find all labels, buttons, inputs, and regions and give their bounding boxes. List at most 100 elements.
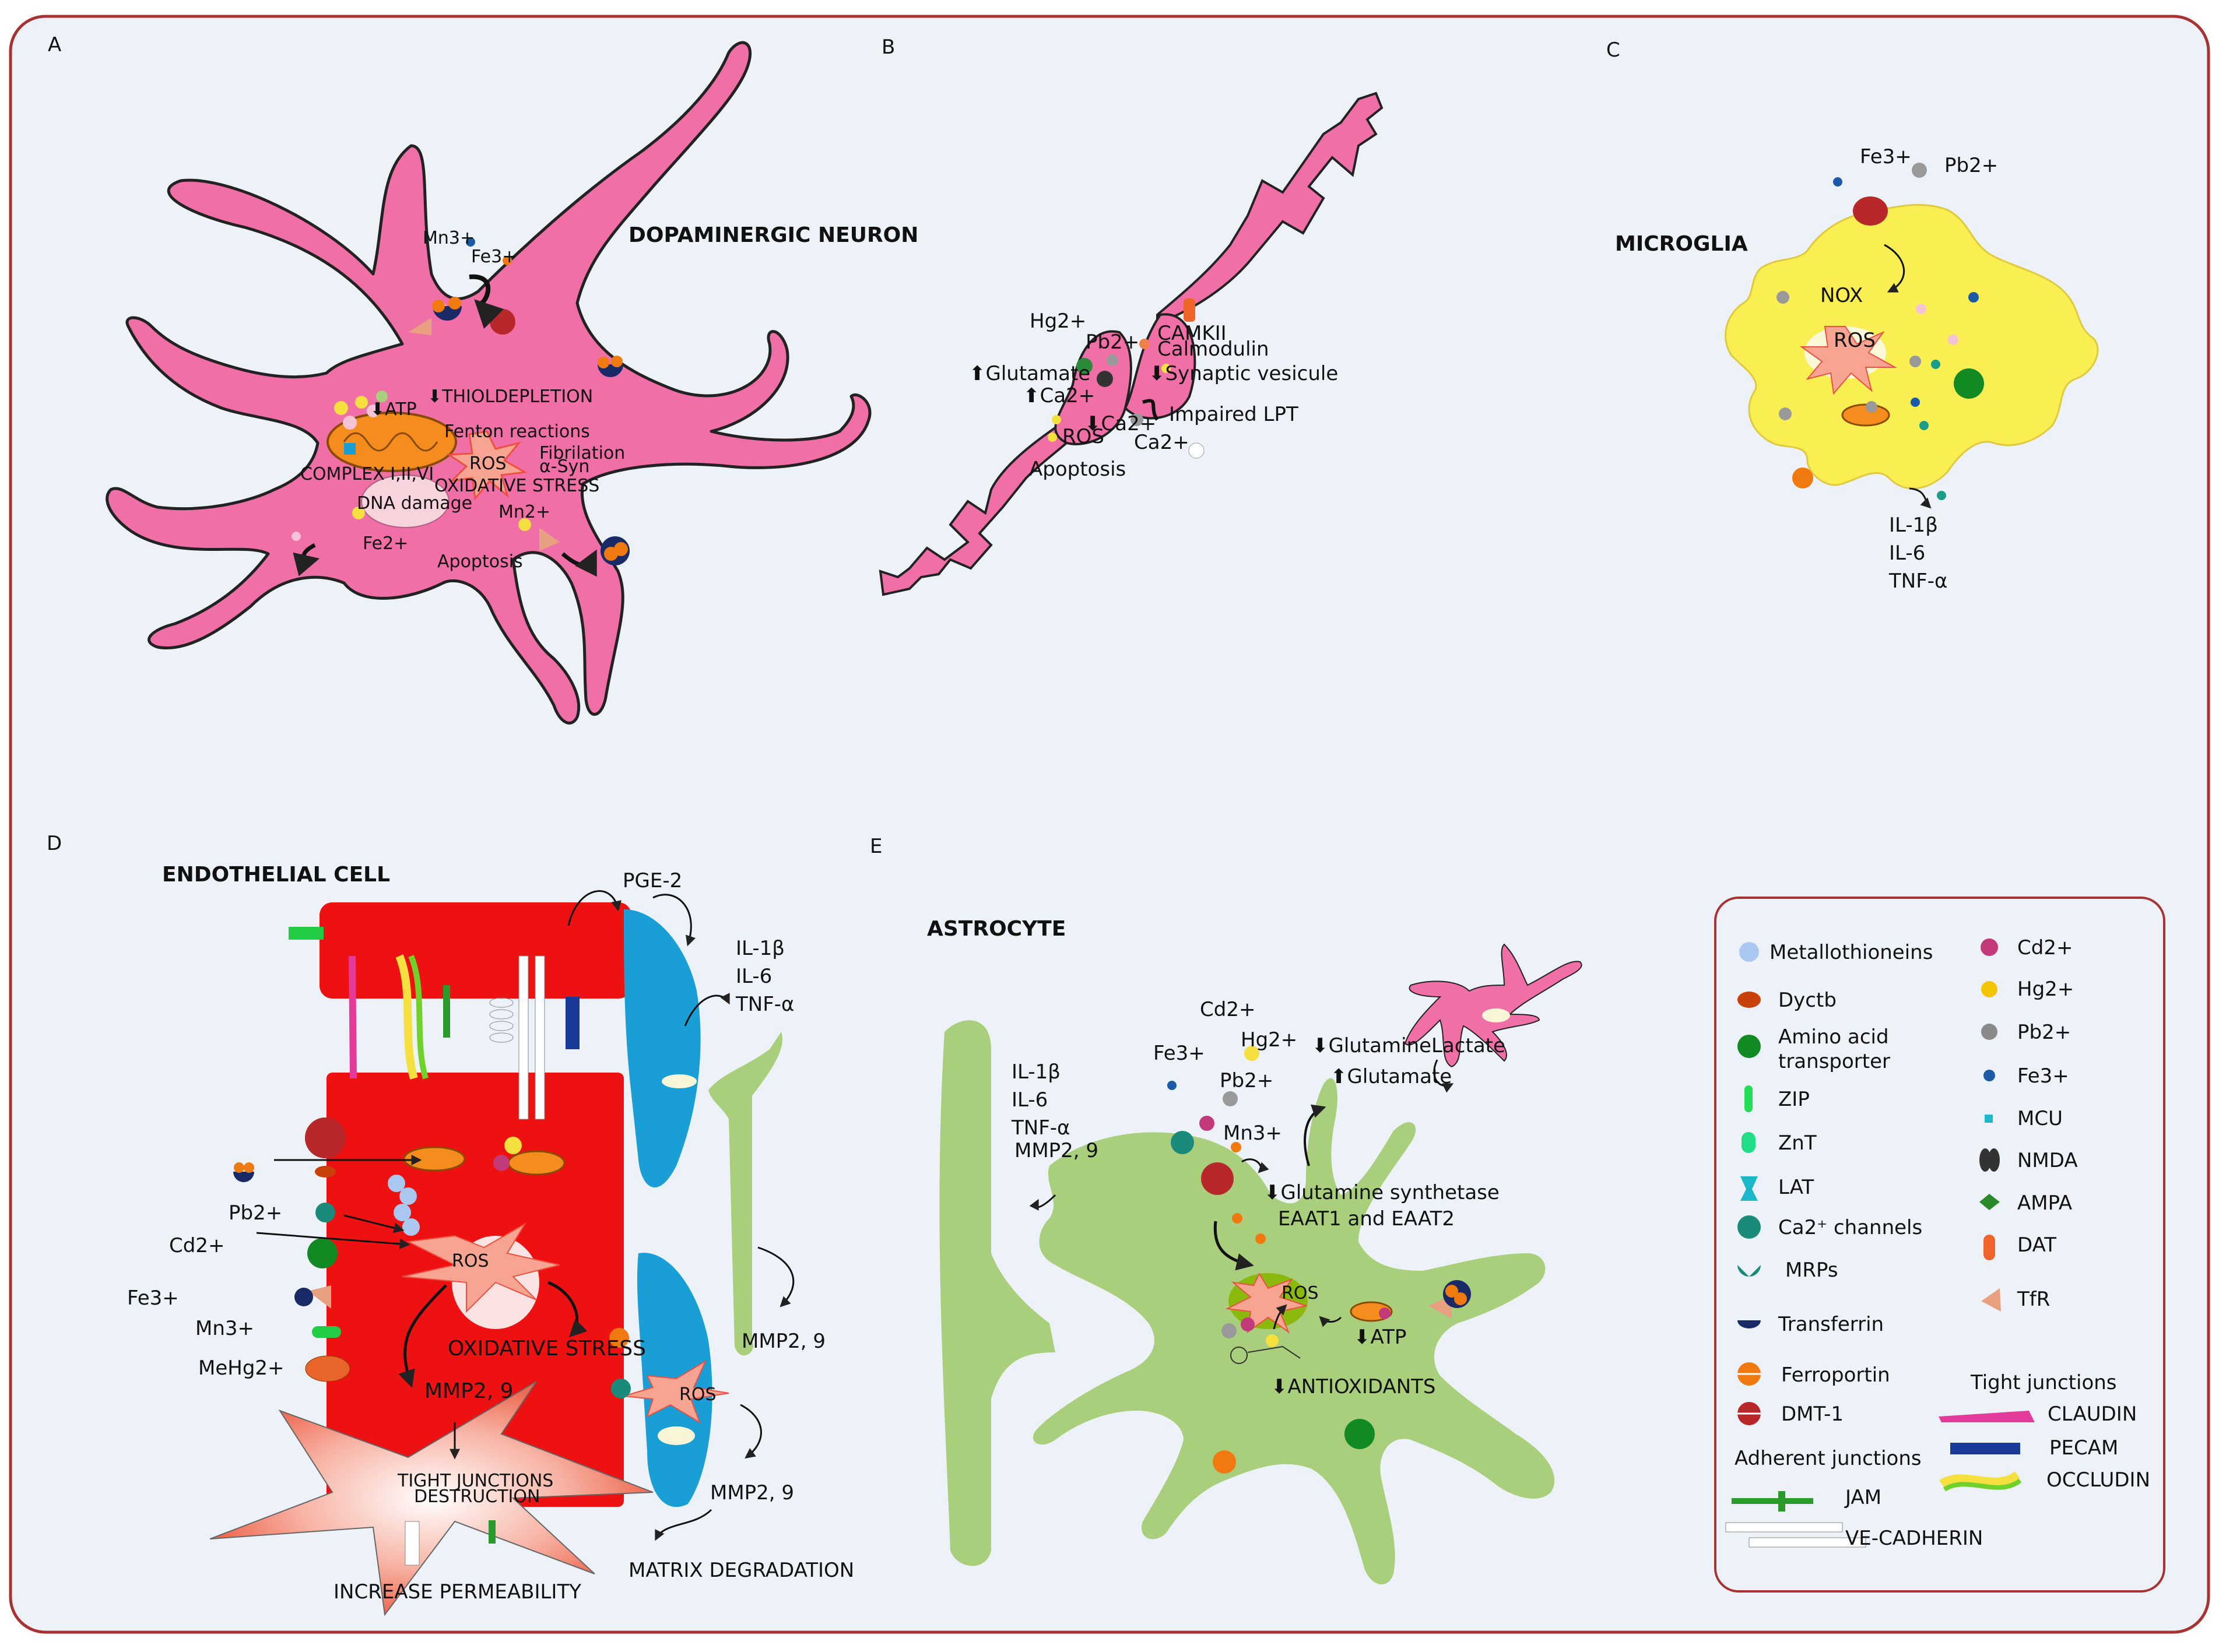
- label-il6-c: IL-6: [1889, 542, 1925, 565]
- label-atp: ⬇ATP: [370, 399, 417, 420]
- ampa-icon: [1076, 358, 1093, 374]
- hg-dot-icon: [504, 1137, 522, 1154]
- dyctb-icon: [315, 1166, 336, 1178]
- ve-cadherin-icon: [518, 955, 529, 1120]
- label-pb2-c: Pb2+: [1944, 154, 1998, 177]
- dmt1-icon: [490, 309, 515, 335]
- label-hg2-e: Hg2+: [1241, 1028, 1297, 1052]
- mcu-dot-icon: [1919, 421, 1929, 430]
- hg-dot-icon: [1244, 1046, 1259, 1061]
- tfr-icon: [408, 318, 431, 335]
- fe-dot-icon: [432, 300, 445, 312]
- camkii-rect-icon: [1184, 298, 1195, 322]
- legend-adherent-junctions-title: Adherent junctions: [1735, 1447, 1922, 1470]
- transferrin-icon: [1737, 1320, 1761, 1328]
- label-pb2: Pb2+: [1086, 331, 1139, 354]
- panel-c-title: MICROGLIA: [1615, 232, 1748, 256]
- astrocyte-endfoot-process: [939, 1020, 1055, 1566]
- neuron-nucleus: [361, 474, 450, 528]
- mrp-icon: [1171, 1131, 1194, 1154]
- lat-icon: [1740, 1176, 1758, 1201]
- mn-arrow-icon: [1241, 1158, 1269, 1173]
- legend-pecam: PECAM: [2049, 1436, 2118, 1460]
- label-ros: ROS: [469, 454, 507, 474]
- label-mn3-d: Mn3+: [195, 1317, 254, 1340]
- phospho-bond-icon: [1247, 1345, 1301, 1359]
- label-apoptosis-b: Apoptosis: [1029, 458, 1126, 481]
- astrocyte-endfoot: [708, 1032, 782, 1356]
- label-dna-damage: DNA damage: [357, 493, 472, 514]
- amino-acid-transporter-icon: [307, 1238, 338, 1268]
- label-fe3: Fe3+: [471, 247, 517, 267]
- label-tnfa-d: TNF-α: [735, 993, 794, 1016]
- fe-dot-icon: [1454, 1292, 1467, 1305]
- label-tight-junctions: TIGHT JUNCTIONS: [397, 1471, 553, 1491]
- legend-ve-cadherin: VE-CADHERIN: [1845, 1527, 1983, 1550]
- impaired-arrow-icon: [1142, 399, 1159, 421]
- label-atp-e: ⬇ATP: [1354, 1326, 1406, 1349]
- legend-mrps: MRPs: [1785, 1259, 1838, 1282]
- fe-dot-icon: [244, 1162, 254, 1173]
- mn-dot-icon: [466, 237, 475, 247]
- label-cd2-d: Cd2+: [169, 1234, 224, 1257]
- label-fe3-d: Fe3+: [127, 1287, 179, 1310]
- efflux-arrow-icon: [561, 549, 597, 577]
- label-mn3: Mn3+: [423, 228, 475, 248]
- legend-ferroportin: Ferroportin: [1781, 1363, 1890, 1387]
- label-asyn: α-Syn: [539, 456, 589, 477]
- occludin-icon: [1943, 1478, 2022, 1492]
- label-ca2-b: Ca2+: [1134, 431, 1189, 454]
- legend-nmda: NMDA: [2017, 1149, 2078, 1172]
- particle-icon: [1948, 335, 1958, 345]
- pb-dot-icon: [1981, 1024, 1997, 1040]
- meHg-transporter-icon: [305, 1355, 350, 1382]
- ve-cadherin-icon: [535, 955, 545, 1120]
- occludin-icon: [408, 955, 429, 1080]
- fe-dot-icon: [614, 542, 628, 556]
- label-fe3-e: Fe3+: [1153, 1042, 1205, 1065]
- pericyte-nucleus: [658, 1426, 695, 1445]
- label-il6-d: IL-6: [736, 965, 772, 988]
- ros-star-icon: [446, 430, 528, 501]
- label-il6-e: IL-6: [1012, 1088, 1048, 1112]
- legend-transferrin: Transferrin: [1778, 1313, 1884, 1336]
- hg-dot-icon: [334, 401, 348, 415]
- fe-dot-icon: [1167, 1081, 1177, 1090]
- particle-icon: [367, 405, 380, 417]
- label-il1b-d: IL-1β: [736, 937, 785, 960]
- label-glutamine-synthetase: ⬇Glutamine synthetase: [1264, 1181, 1500, 1204]
- panel-letter-b: B: [882, 36, 895, 59]
- pb-dot-icon: [1130, 413, 1143, 426]
- destruction-starburst-icon: [209, 1381, 654, 1616]
- legend-transporter: transporter: [1778, 1050, 1890, 1073]
- ve-cadherin-icon: [405, 1521, 420, 1566]
- legend-znt: ZnT: [1778, 1131, 1817, 1155]
- hg-dot-icon: [518, 518, 531, 531]
- phosphate-icon: [1230, 1347, 1248, 1364]
- legend-dat: DAT: [2017, 1233, 2056, 1257]
- mn-dot-icon: [1232, 1213, 1242, 1224]
- ferroportin-icon: [609, 1328, 629, 1348]
- legend-hg2: Hg2+: [2017, 978, 2074, 1001]
- cd-dot-icon: [1379, 1307, 1391, 1319]
- activation-arrow-icon: [1884, 244, 1905, 293]
- mmp-arrow-icon: [757, 1246, 795, 1307]
- legend-metallothioneins: Metallothioneins: [1769, 941, 1933, 964]
- legend-mcu: MCU: [2017, 1107, 2063, 1130]
- label-mmp29-d2: MMP2, 9: [742, 1330, 826, 1353]
- zip-icon: [289, 927, 324, 940]
- label-ca2-up: ⬆Ca2+: [1023, 384, 1095, 407]
- legend-amino-acid: Amino acid: [1778, 1025, 1889, 1049]
- panel-e: E ASTROCYTE: [870, 835, 1582, 1585]
- jam-icon: [489, 1520, 496, 1544]
- panel-letter-a: A: [48, 33, 61, 57]
- panel-c: C MICROGLIA Fe3+ Pb2+ NOX ROS IL-1β IL-6…: [1606, 38, 2099, 593]
- label-oxidative-stress-d: OXIDATIVE STRESS: [448, 1337, 646, 1361]
- fe-dot-icon: [598, 357, 609, 368]
- efflux-arrow-icon: [293, 543, 320, 577]
- legend-tfr: TfR: [2017, 1288, 2050, 1311]
- claudin-icon: [1939, 1411, 2035, 1422]
- fe-dot-icon: [448, 297, 461, 310]
- fe-dot-icon: [1445, 1285, 1458, 1298]
